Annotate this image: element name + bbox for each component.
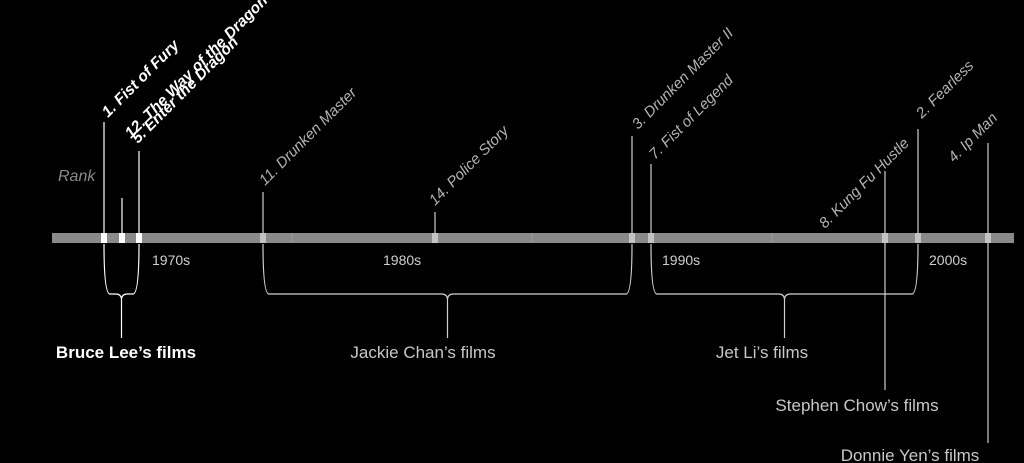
film-marker [629, 233, 635, 243]
film-label: 7. Fist of Legend [646, 71, 737, 162]
film-label: 14. Police Story [426, 121, 513, 208]
group-brace [103, 243, 140, 301]
film-marker [648, 233, 654, 243]
decade-label: 1970s [152, 252, 190, 268]
group-label: Bruce Lee’s films [56, 343, 196, 362]
group-label: Jet Li’s films [716, 343, 808, 362]
group-label: Jackie Chan’s films [350, 343, 495, 362]
film-marker [136, 233, 142, 243]
film-marker [101, 233, 107, 243]
decade-label: 1980s [383, 252, 421, 268]
film-label: 4. Ip Man [945, 110, 1001, 166]
group-label: Stephen Chow’s films [775, 396, 938, 415]
film-marker [260, 233, 266, 243]
film-marker [882, 233, 888, 243]
decade-label: 1990s [662, 252, 700, 268]
timeline-axis [52, 233, 1014, 243]
film-marker [119, 233, 125, 243]
film-label: 8. Kung Fu Hustle [816, 135, 913, 232]
rank-label: Rank [58, 168, 96, 185]
film-label: 11. Drunken Master [256, 84, 361, 189]
film-label: 2. Fearless [912, 57, 978, 123]
film-marker [985, 233, 991, 243]
decade-label: 2000s [929, 252, 967, 268]
film-marker [915, 233, 921, 243]
film-marker [432, 233, 438, 243]
group-brace [262, 243, 633, 301]
group-label: Donnie Yen’s films [841, 446, 980, 463]
